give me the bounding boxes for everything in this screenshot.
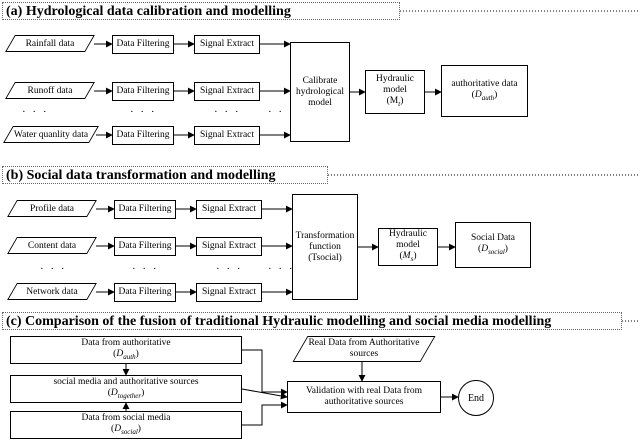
input-network: Network data (12, 283, 92, 300)
input-rainfall: Rainfall data (10, 35, 90, 52)
ellipsis-a4: · · · (268, 106, 295, 118)
hydraulic-model-b: Hydraulic model (Ms) (378, 228, 438, 266)
authoritative-data-box: authoritative data (Dauth) (441, 65, 528, 117)
section-b-title: (b) Social data transformation and model… (2, 166, 328, 184)
filter-b1: Data Filtering (114, 200, 176, 219)
input-content: Content data (12, 237, 92, 254)
input-runoff: Runoff data (10, 82, 90, 99)
from-social-box: Data from social media (Dsocial) (10, 411, 242, 439)
ellipsis-b1: · · · (40, 263, 67, 275)
ellipsis-a3: · · · (214, 106, 241, 118)
ellipsis-b4: · · · (268, 263, 295, 275)
real-data-box: Real Data from Authoritative sources (300, 336, 428, 362)
ellipsis-a2: · · · (130, 106, 157, 118)
section-a-title: (a) Hydrological data calibration and mo… (2, 2, 400, 20)
ellipsis-b3: · · · (216, 263, 243, 275)
filter-b3: Data Filtering (114, 283, 176, 302)
hydraulic-model-a: Hydraulic model (Mt) (365, 70, 425, 114)
extract-b1: Signal Extract (196, 200, 262, 219)
input-profile: Profile data (12, 200, 92, 217)
social-data-box: Social Data (Dsocial) (455, 222, 531, 268)
ellipsis-b2: · · · (132, 263, 159, 275)
end-node: End (458, 380, 494, 416)
section-c-title: (c) Comparison of the fusion of traditio… (2, 312, 622, 330)
transform-box: Transformation function (Tsocial) (292, 194, 358, 300)
from-authoritative-box: Data from authoritative (Dauth) (10, 336, 242, 364)
ellipsis-a1: · · · (22, 106, 49, 118)
validation-box: Validation with real Data from authorita… (287, 381, 441, 413)
input-water-quality: Water quanlity data (8, 126, 94, 143)
